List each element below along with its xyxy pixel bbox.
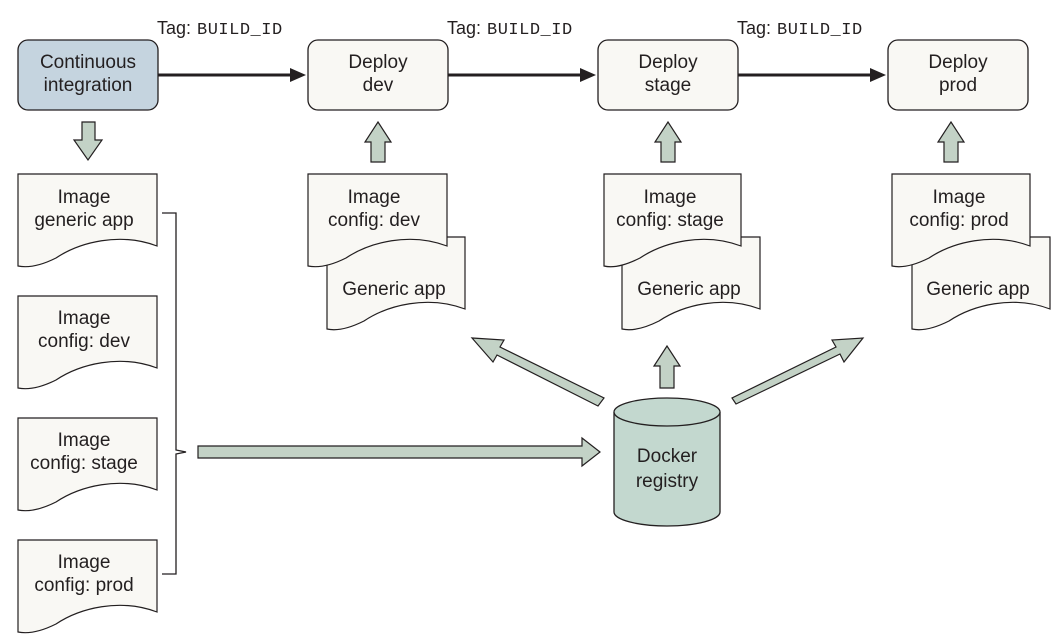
dev-up-arrow <box>363 120 393 163</box>
stack-stage-config-line1: Image <box>644 187 697 208</box>
stack-stage-config-line2: config: stage <box>616 210 724 231</box>
connector-ci-to-dev <box>158 68 306 82</box>
docker-registry: Docker registry <box>613 397 721 527</box>
deploy-dev-line2: dev <box>363 75 394 96</box>
stack-prod-generic: Generic app <box>926 279 1030 300</box>
left-image-stage: Image config: stage <box>17 417 158 512</box>
left-image-generic-line1: Image <box>58 187 111 208</box>
stack-dev-generic: Generic app <box>342 279 446 300</box>
ci-label-line2: integration <box>44 75 133 96</box>
left-image-dev: Image config: dev <box>17 295 158 390</box>
deploy-stage-line2: stage <box>645 75 691 96</box>
stack-dev-config-line1: Image <box>348 187 401 208</box>
stack-prod: Generic app Image config: prod <box>891 173 1051 331</box>
stack-dev-config-line2: config: dev <box>328 210 420 231</box>
stack-dev: Generic app Image config: dev <box>307 173 466 331</box>
left-images-brace <box>162 212 187 575</box>
deploy-prod-line1: Deploy <box>928 52 988 73</box>
left-image-stage-line2: config: stage <box>30 453 138 474</box>
deploy-stage-box: Deploy stage <box>597 39 739 111</box>
stack-stage: Generic app Image config: stage <box>603 173 761 331</box>
left-to-registry-arrow <box>197 436 601 468</box>
stack-stage-generic: Generic app <box>637 279 741 300</box>
stack-prod-config-line1: Image <box>933 187 986 208</box>
prod-up-arrow <box>936 120 966 163</box>
left-image-prod: Image config: prod <box>17 539 158 634</box>
deploy-dev-box: Deploy dev <box>307 39 449 111</box>
stage-up-arrow <box>653 120 683 163</box>
ci-label-line1: Continuous <box>40 52 136 73</box>
connector-stage-to-prod <box>738 68 886 82</box>
left-image-generic-line2: generic app <box>34 210 133 231</box>
connector-dev-to-stage <box>448 68 596 82</box>
tag-label-2: Tag:BUILD_ID <box>447 18 573 40</box>
ci-box: Continuous integration <box>17 39 159 111</box>
tag-label-3: Tag:BUILD_ID <box>737 18 863 40</box>
registry-to-dev-arrow <box>470 337 605 407</box>
left-image-dev-line2: config: dev <box>38 331 130 352</box>
deploy-stage-line1: Deploy <box>638 52 698 73</box>
ci-down-arrow <box>72 121 104 162</box>
registry-label-line1: Docker <box>637 446 698 467</box>
tag-label-1: Tag:BUILD_ID <box>157 18 283 40</box>
left-image-generic: Image generic app <box>17 173 158 268</box>
deploy-prod-line2: prod <box>939 75 977 96</box>
registry-to-prod-arrow <box>731 337 865 405</box>
registry-label-line2: registry <box>636 471 699 492</box>
left-image-prod-line2: config: prod <box>34 575 133 596</box>
left-image-prod-line1: Image <box>58 552 111 573</box>
stack-prod-config-line2: config: prod <box>909 210 1008 231</box>
registry-to-stage-arrow <box>652 344 682 389</box>
left-image-dev-line1: Image <box>58 308 111 329</box>
left-image-stage-line1: Image <box>58 430 111 451</box>
deploy-dev-line1: Deploy <box>348 52 408 73</box>
deploy-prod-box: Deploy prod <box>887 39 1029 111</box>
